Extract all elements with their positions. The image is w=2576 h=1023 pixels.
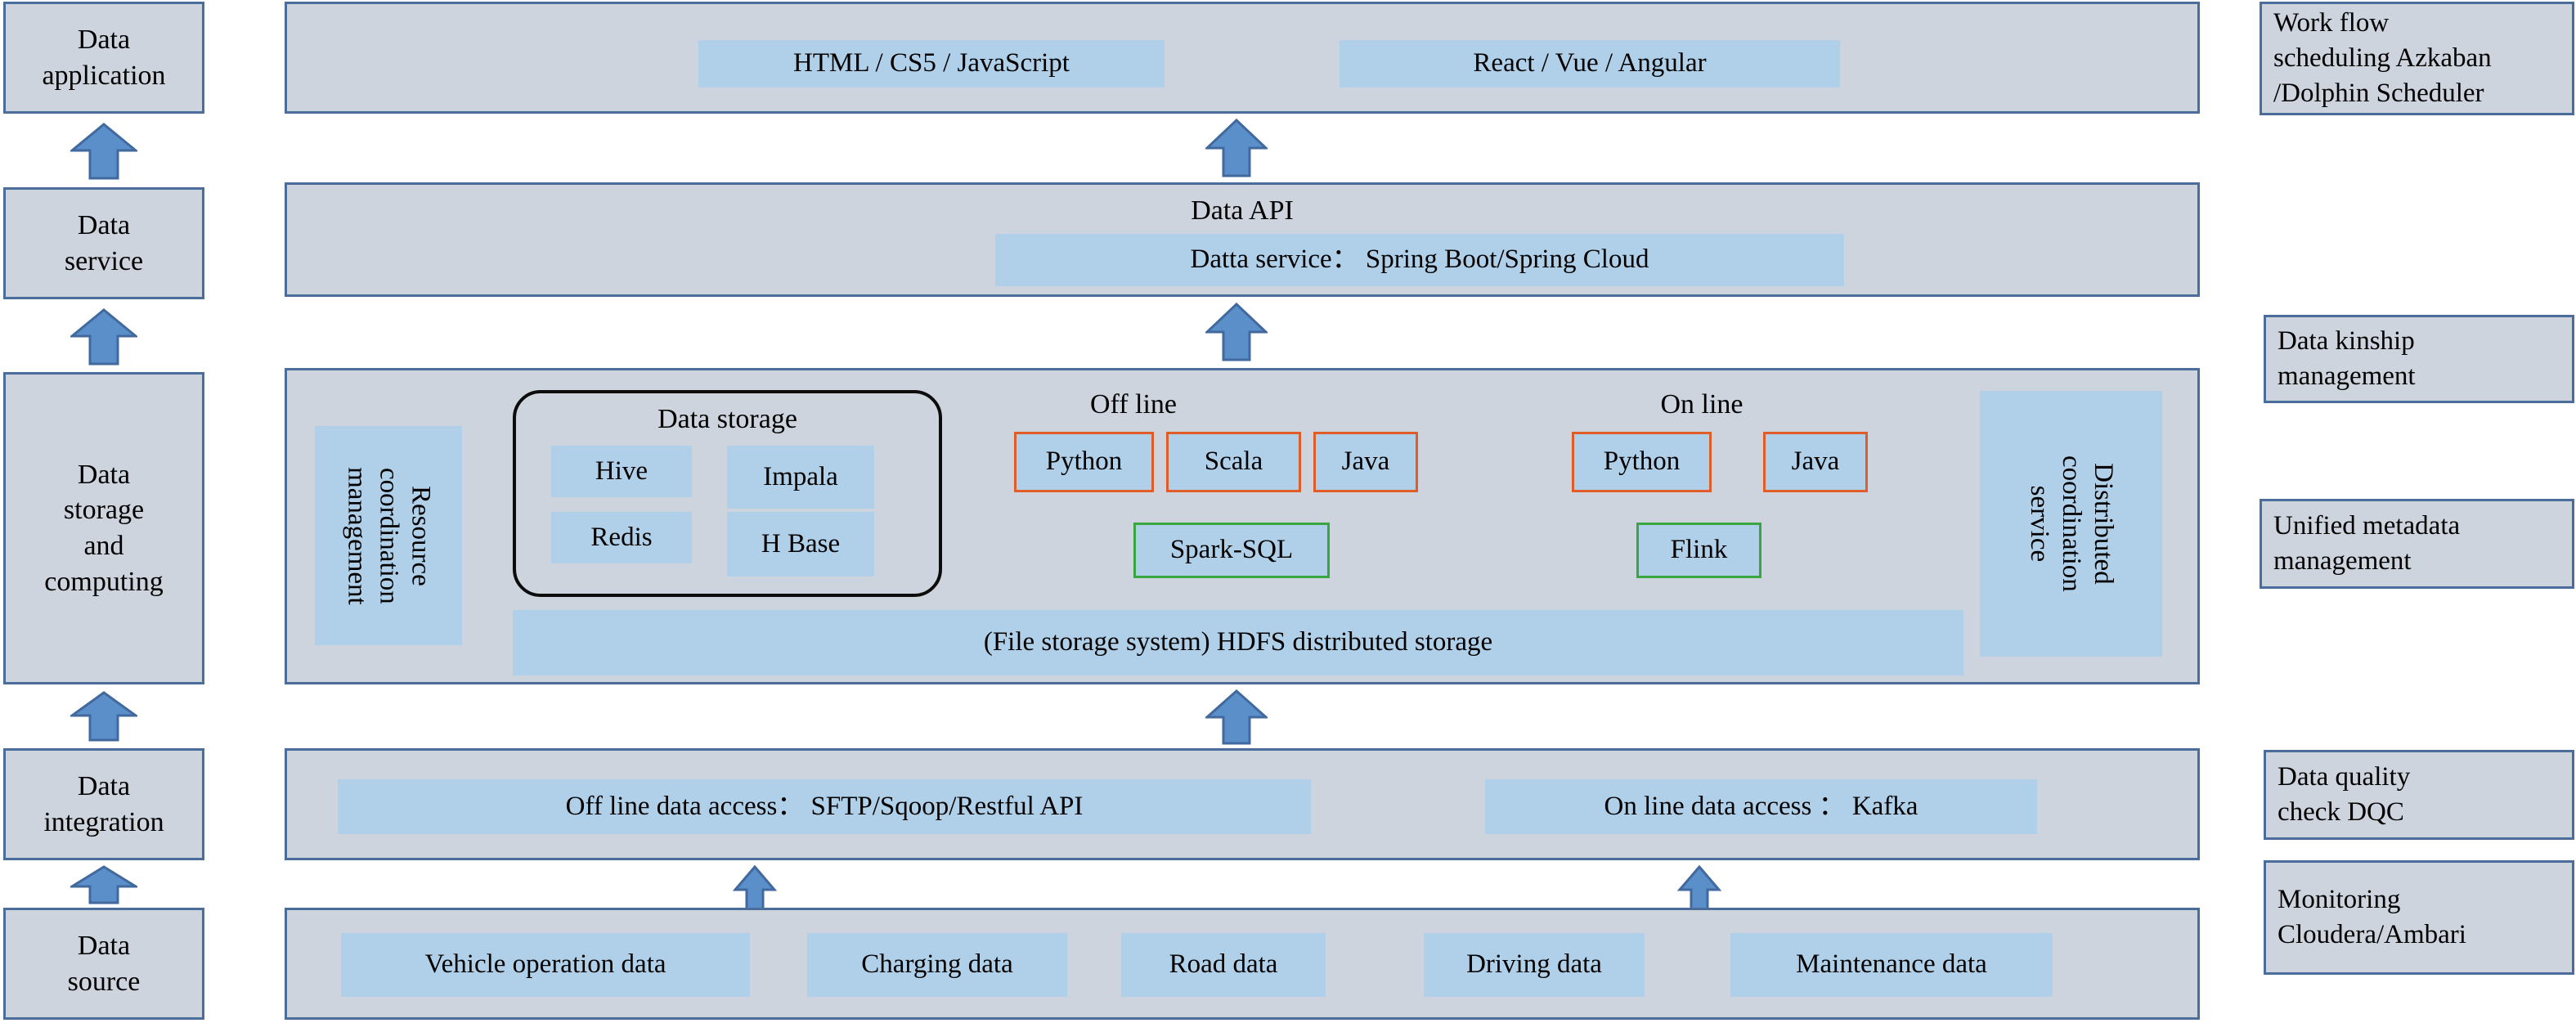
group-data-storage: Data storage Hive Impala Redis H Base bbox=[513, 390, 942, 597]
chip-label: Road data bbox=[1169, 949, 1278, 980]
panel-data-service: Data API Datta service： Spring Boot/Spri… bbox=[285, 182, 2200, 297]
side-box-workflow-scheduling[interactable]: Work flow scheduling Azkaban /Dolphin Sc… bbox=[2260, 2, 2574, 115]
chip-label: Datta service： Spring Boot/Spring Cloud bbox=[1190, 245, 1649, 275]
chip-label: Off line data access： SFTP/Sqoop/Restful… bbox=[565, 791, 1084, 821]
chip-data-service-stack[interactable]: Datta service： Spring Boot/Spring Cloud bbox=[995, 234, 1844, 286]
chip-offline-java[interactable]: Java bbox=[1313, 432, 1418, 492]
chip-label: Redis bbox=[590, 522, 653, 552]
data-storage-title: Data storage bbox=[516, 402, 939, 437]
side-box-label: Work flow scheduling Azkaban /Dolphin Sc… bbox=[2273, 8, 2492, 108]
side-box-data-kinship-management[interactable]: Data kinship management bbox=[2264, 315, 2574, 403]
online-title: On line bbox=[1587, 387, 1816, 423]
chip-label: Resource coordination management bbox=[342, 466, 436, 605]
chip-road-data[interactable]: Road data bbox=[1121, 933, 1326, 997]
arrow-up-integration-to-storage bbox=[70, 691, 137, 742]
chip-label: React / Vue / Angular bbox=[1473, 48, 1707, 79]
panel-data-storage-computing: Resource coordination management Data st… bbox=[285, 368, 2200, 684]
chip-frontend-basics[interactable]: HTML / CS5 / JavaScript bbox=[698, 40, 1165, 87]
side-box-label: Monitoring Cloudera/Ambari bbox=[2278, 885, 2466, 949]
chip-resource-coordination-management[interactable]: Resource coordination management bbox=[315, 426, 462, 645]
arrow-up-service-to-application-center bbox=[1205, 119, 1268, 177]
chip-label: Vehicle operation data bbox=[424, 949, 666, 980]
chip-offline-scala[interactable]: Scala bbox=[1166, 432, 1301, 492]
chip-label: Distributed coordination service bbox=[2025, 455, 2118, 592]
chip-label: Flink bbox=[1670, 535, 1728, 565]
chip-label: Driving data bbox=[1466, 949, 1602, 980]
chip-label: Hive bbox=[595, 455, 648, 486]
stage-label: Data storage and computing bbox=[44, 459, 164, 597]
chip-label: Impala bbox=[763, 461, 838, 491]
chip-impala[interactable]: Impala bbox=[727, 446, 874, 509]
arrow-up-integration-to-storage-center bbox=[1205, 689, 1268, 745]
offline-title: Off line bbox=[1019, 387, 1248, 423]
data-storage-title-text: Data storage bbox=[657, 404, 797, 434]
chip-label: Spark-SQL bbox=[1169, 535, 1294, 565]
chip-offline-python[interactable]: Python bbox=[1014, 432, 1154, 492]
chip-online-flink[interactable]: Flink bbox=[1636, 523, 1761, 578]
stage-data-storage-computing[interactable]: Data storage and computing bbox=[3, 372, 204, 684]
chip-distributed-coordination-service[interactable]: Distributed coordination service bbox=[1980, 391, 2162, 657]
chip-label: Charging data bbox=[861, 949, 1013, 980]
arrow-up-source-to-integration-left bbox=[732, 865, 778, 911]
chip-label: On line data access ： Kafka bbox=[1604, 791, 1919, 821]
chip-offline-spark-sql[interactable]: Spark-SQL bbox=[1133, 523, 1330, 578]
chip-driving-data[interactable]: Driving data bbox=[1424, 933, 1645, 997]
chip-frontend-frameworks[interactable]: React / Vue / Angular bbox=[1340, 40, 1840, 87]
chip-label: H Base bbox=[761, 528, 841, 559]
chip-label: (File storage system) HDFS distributed s… bbox=[983, 627, 1493, 657]
side-box-monitoring[interactable]: Monitoring Cloudera/Ambari bbox=[2264, 860, 2574, 975]
chip-hdfs-distributed-storage[interactable]: (File storage system) HDFS distributed s… bbox=[513, 610, 1963, 675]
arrow-up-storage-to-service-center bbox=[1205, 303, 1268, 361]
side-box-label: Data quality check DQC bbox=[2278, 762, 2411, 827]
chip-online-python[interactable]: Python bbox=[1572, 432, 1712, 492]
data-api-title: Data API bbox=[287, 193, 2197, 229]
chip-label: Python bbox=[1045, 446, 1123, 477]
chip-online-data-access[interactable]: On line data access ： Kafka bbox=[1485, 779, 2037, 834]
stage-label: Data application bbox=[42, 24, 166, 91]
side-box-label: Data kinship management bbox=[2278, 326, 2416, 391]
chip-vehicle-operation-data[interactable]: Vehicle operation data bbox=[341, 933, 750, 997]
chip-label: Java bbox=[1341, 446, 1390, 477]
chip-hbase[interactable]: H Base bbox=[727, 512, 874, 577]
chip-offline-data-access[interactable]: Off line data access： SFTP/Sqoop/Restful… bbox=[338, 779, 1311, 834]
chip-label: Python bbox=[1603, 446, 1681, 477]
stage-data-service[interactable]: Data service bbox=[3, 187, 204, 299]
arrow-up-storage-to-service bbox=[70, 308, 137, 366]
stage-data-application[interactable]: Data application bbox=[3, 2, 204, 114]
arrow-up-source-to-integration-right bbox=[1676, 865, 1722, 911]
panel-data-integration: Off line data access： SFTP/Sqoop/Restful… bbox=[285, 748, 2200, 860]
side-box-label: Unified metadata management bbox=[2273, 511, 2461, 576]
side-box-data-quality-check[interactable]: Data quality check DQC bbox=[2264, 750, 2574, 840]
chip-label: Scala bbox=[1204, 446, 1263, 477]
side-box-unified-metadata-management[interactable]: Unified metadata management bbox=[2260, 499, 2574, 589]
stage-label: Data service bbox=[64, 209, 144, 276]
data-api-title-text: Data API bbox=[1191, 195, 1294, 226]
stage-data-integration[interactable]: Data integration bbox=[3, 748, 204, 860]
chip-label: Maintenance data bbox=[1796, 949, 1987, 980]
stage-label: Data source bbox=[67, 930, 141, 997]
chip-charging-data[interactable]: Charging data bbox=[807, 933, 1067, 997]
arrow-up-service-to-application bbox=[70, 123, 137, 180]
chip-label: Java bbox=[1791, 446, 1840, 477]
offline-title-text: Off line bbox=[1089, 389, 1178, 420]
chip-redis[interactable]: Redis bbox=[551, 512, 692, 563]
stage-label: Data integration bbox=[43, 770, 164, 837]
chip-online-java[interactable]: Java bbox=[1763, 432, 1868, 492]
chip-maintenance-data[interactable]: Maintenance data bbox=[1730, 933, 2053, 997]
online-title-text: On line bbox=[1660, 389, 1744, 420]
chip-hive[interactable]: Hive bbox=[551, 446, 692, 497]
stage-data-source[interactable]: Data source bbox=[3, 908, 204, 1020]
panel-data-source: Vehicle operation data Charging data Roa… bbox=[285, 908, 2200, 1020]
panel-data-application: HTML / CS5 / JavaScript React / Vue / An… bbox=[285, 2, 2200, 114]
chip-label: HTML / CS5 / JavaScript bbox=[793, 48, 1070, 79]
arrow-up-source-to-integration bbox=[70, 865, 137, 904]
